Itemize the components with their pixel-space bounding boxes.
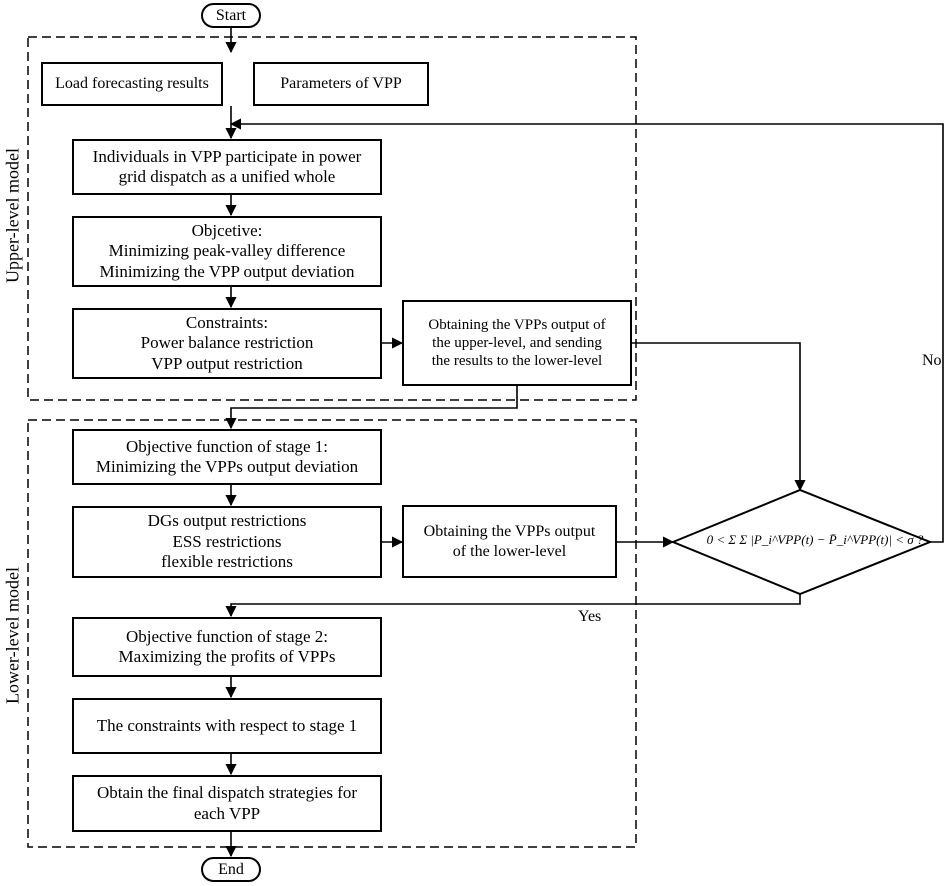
- objective-line-3: Minimizing the VPP output deviation: [99, 261, 355, 281]
- final-dispatch-box: Obtain the final dispatch strategies for…: [72, 775, 382, 832]
- constraints-line-2: Power balance restriction: [140, 333, 314, 353]
- stage2-line-1: Objective function of stage 2:: [125, 626, 329, 646]
- start-terminal: Start: [201, 3, 261, 28]
- stage1-line-2: Minimizing the VPPs output deviation: [95, 457, 359, 476]
- stage1-constraints-box: The constraints with respect to stage 1: [72, 698, 382, 754]
- end-label: End: [218, 860, 244, 878]
- obtain-lower-line-2: of the lower-level: [452, 542, 567, 560]
- restrictions-box: DGs output restrictions ESS restrictions…: [72, 506, 382, 578]
- load-forecasting-text: Load forecasting results: [55, 75, 209, 93]
- upper-level-label: Upper-level model: [2, 147, 23, 284]
- objective-line-1: Objcetive:: [191, 220, 263, 240]
- obtain-upper-line-3: the results to the lower-level: [431, 353, 603, 369]
- restrictions-line-1: DGs output restrictions: [147, 511, 307, 531]
- obtain-lower-box: Obtaining the VPPs output of the lower-l…: [402, 505, 617, 578]
- start-label: Start: [215, 6, 247, 24]
- no-label: No: [922, 352, 942, 369]
- obtain-lower-line-1: Obtaining the VPPs output: [423, 523, 596, 541]
- final-line-2: each VPP: [193, 803, 261, 823]
- objective-line-2: Minimizing peak-valley difference: [108, 241, 346, 261]
- final-line-1: Obtain the final dispatch strategies for: [96, 783, 358, 803]
- individuals-line-1: Individuals in VPP participate in power: [92, 146, 362, 166]
- obtain-upper-line-2: the upper-level, and sending: [432, 335, 602, 351]
- end-terminal: End: [201, 857, 261, 882]
- individuals-line-2: grid dispatch as a unified whole: [118, 167, 336, 186]
- vpp-parameters-text: Parameters of VPP: [280, 75, 402, 93]
- lower-level-group: [27, 419, 637, 848]
- yes-label: Yes: [578, 608, 602, 625]
- constraints-line-3: VPP output restriction: [151, 353, 303, 373]
- constraints-box: Constraints: Power balance restriction V…: [72, 308, 382, 379]
- upper-level-group: [27, 36, 637, 401]
- lower-level-label: Lower-level model: [2, 566, 23, 705]
- convergence-condition-text: 0 < Σ Σ |P_i^VPP(t) − P̄_i^VPP(t)| < σ ?: [706, 532, 924, 547]
- stage1-constraints-text: The constraints with respect to stage 1: [96, 715, 358, 735]
- individuals-box: Individuals in VPP participate in power …: [72, 139, 382, 195]
- restrictions-line-3: flexible restrictions: [161, 552, 293, 572]
- objective-box: Objcetive: Minimizing peak-valley differ…: [72, 216, 382, 287]
- stage2-line-2: Maximizing the profits of VPPs: [118, 647, 336, 666]
- obtain-upper-box: Obtaining the VPPs output of the upper-l…: [402, 300, 632, 386]
- stage1-line-1: Objective function of stage 1:: [125, 436, 329, 456]
- restrictions-line-2: ESS restrictions: [172, 531, 282, 551]
- convergence-decision: [670, 488, 933, 596]
- stage1-objective-box: Objective function of stage 1: Minimizin…: [72, 429, 382, 485]
- obtain-upper-line-1: Obtaining the VPPs output of: [428, 317, 606, 333]
- load-forecasting-box: Load forecasting results: [41, 62, 223, 106]
- constraints-line-1: Constraints:: [185, 312, 269, 332]
- stage2-objective-box: Objective function of stage 2: Maximizin…: [72, 617, 382, 677]
- vpp-parameters-box: Parameters of VPP: [253, 62, 429, 106]
